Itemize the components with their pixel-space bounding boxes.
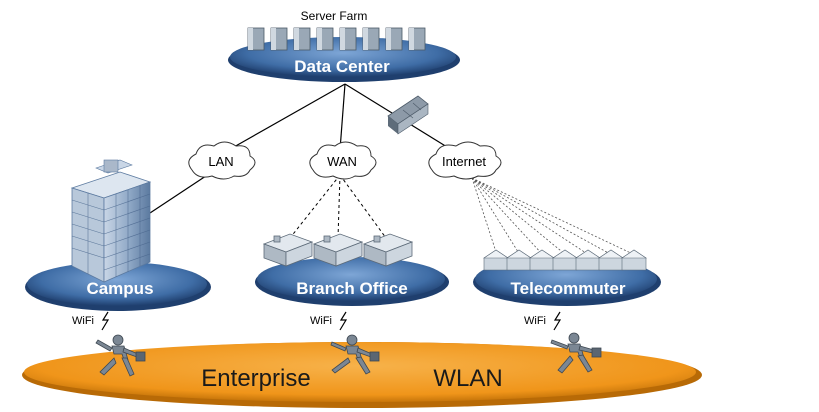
cloud-icon [188, 141, 502, 180]
campus-site [25, 262, 211, 311]
campus-label: Campus [86, 279, 153, 298]
wifi-label-telecommuter: WiFi [524, 315, 546, 327]
house-icon [262, 233, 414, 267]
building-icon [70, 159, 152, 283]
wifi-label-branch: WiFi [310, 315, 332, 327]
data-center-label: Data Center [294, 57, 390, 76]
telecommuter-label: Telecommuter [511, 279, 626, 298]
lan-label: LAN [208, 154, 233, 169]
internet-links [471, 177, 636, 256]
branch-site [255, 257, 449, 306]
house-icon [483, 249, 647, 271]
server-farm-label: Server Farm [301, 9, 368, 23]
internet-label: Internet [442, 154, 486, 169]
person-icon [95, 332, 602, 377]
wan-links [289, 174, 387, 239]
wifi-bolt-icon [101, 311, 562, 331]
wlan-label-enterprise: Enterprise [201, 365, 310, 392]
firewall-icon [387, 95, 429, 135]
wlan-label-wlan: WLAN [433, 365, 502, 392]
wifi-label-campus: WiFi [72, 315, 94, 327]
wlan-platform-top [24, 342, 696, 402]
data-center [228, 27, 460, 82]
wan-label: WAN [327, 154, 357, 169]
branch-label: Branch Office [296, 279, 407, 298]
